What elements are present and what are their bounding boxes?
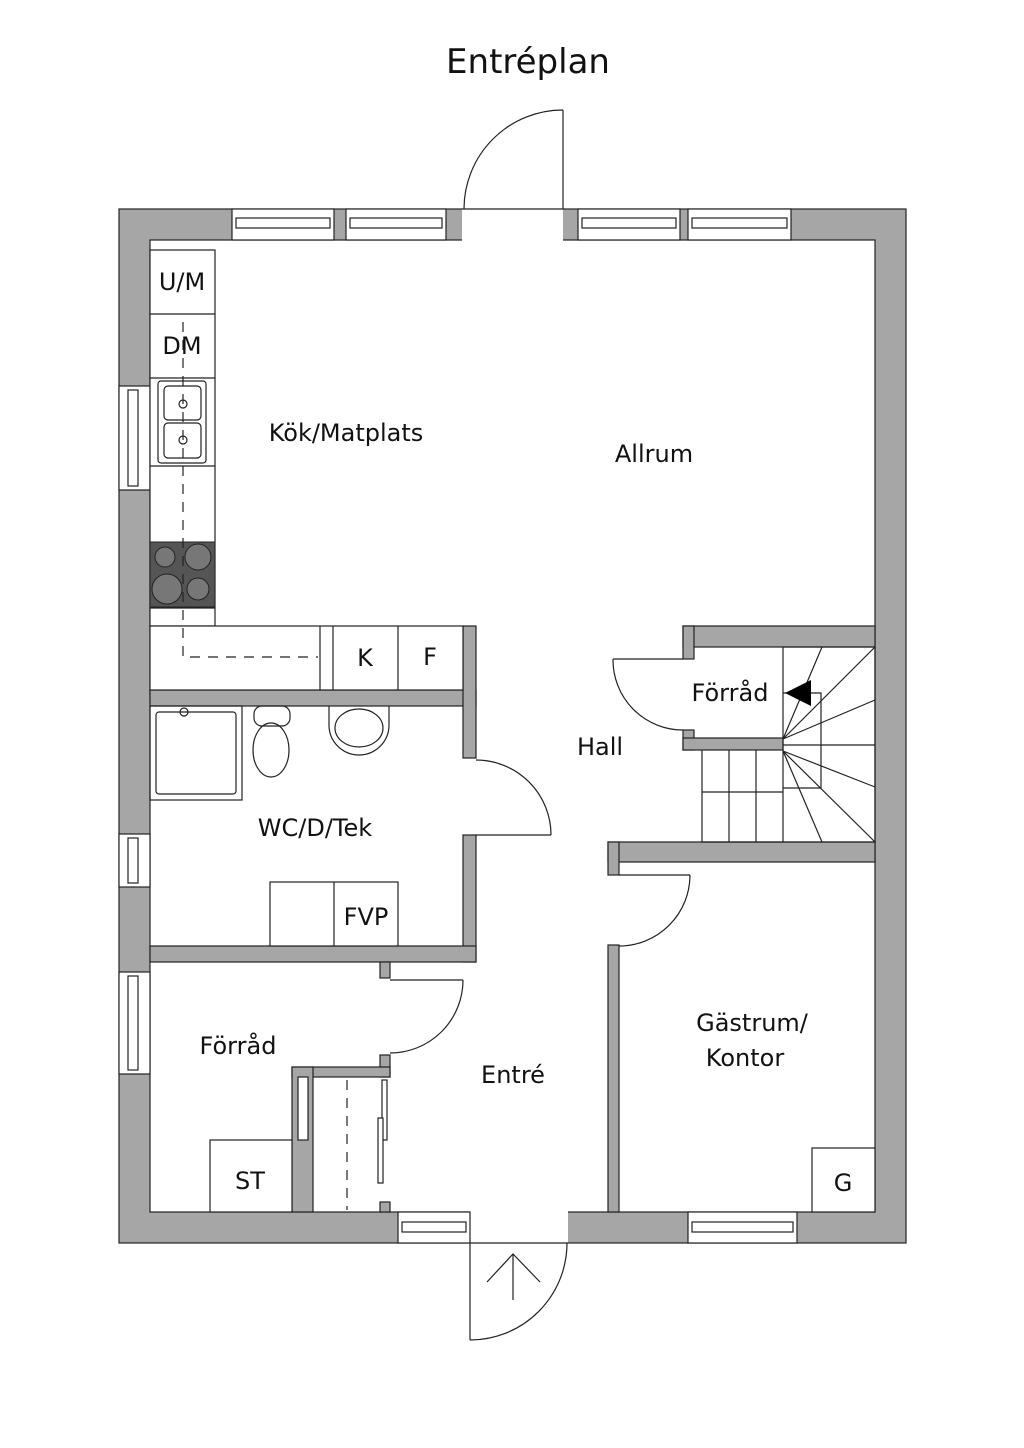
outer-walls (118, 208, 907, 1244)
window-bottom-2 (687, 1211, 798, 1244)
room-label-stair-storage: Förråd (692, 678, 769, 707)
windows (118, 208, 798, 1244)
washbasin-icon (328, 706, 390, 756)
kitchen-fixtures: U/M DM K F (149, 249, 464, 691)
room-label-kitchen: Kök/Matplats (269, 419, 424, 447)
room-labels: Kök/Matplats Allrum Förråd Hall WC/D/Tek… (200, 419, 809, 1089)
room-label-guest-2: Kontor (706, 1044, 785, 1072)
staircase (701, 646, 876, 843)
plan-title: Entréplan (446, 42, 610, 82)
room-label-guest-1: Gästrum/ (696, 1009, 809, 1037)
window-top-4 (687, 208, 792, 241)
window-top-2 (345, 208, 447, 241)
arrow-up-icon (486, 1253, 541, 1300)
shower-icon (149, 705, 243, 801)
front-door-top (463, 109, 564, 210)
bathroom-door (475, 759, 552, 836)
entry-door (469, 1242, 568, 1341)
fixture-um: U/M (159, 268, 205, 296)
window-left-3 (118, 971, 151, 1075)
window-left-1 (118, 385, 151, 491)
stair-direction-arrow-icon (785, 680, 811, 706)
guest-room-door (618, 874, 691, 947)
window-top-3 (577, 208, 681, 241)
storage-fixtures: ST G (209, 1079, 876, 1213)
window-top-1 (231, 208, 335, 241)
room-label-hall: Hall (577, 733, 623, 761)
room-label-storage: Förråd (200, 1031, 277, 1060)
fixture-st: ST (235, 1167, 265, 1195)
fixture-fvp: FVP (344, 903, 389, 931)
fixture-dm: DM (162, 332, 201, 360)
room-label-entry: Entré (481, 1061, 545, 1089)
fixture-f: F (423, 643, 437, 671)
fixture-k: K (357, 644, 374, 672)
openings (462, 208, 568, 1244)
stair-storage-door (612, 658, 684, 731)
doors (389, 109, 691, 1341)
room-label-living: Allrum (615, 440, 693, 468)
bathroom-fixtures: FVP (149, 705, 399, 947)
window-left-2 (118, 833, 151, 888)
fixture-g: G (834, 1169, 853, 1197)
storage-door (389, 979, 464, 1054)
toilet-icon (252, 705, 291, 778)
window-bottom-1 (397, 1211, 471, 1244)
room-label-bathroom: WC/D/Tek (258, 814, 372, 842)
